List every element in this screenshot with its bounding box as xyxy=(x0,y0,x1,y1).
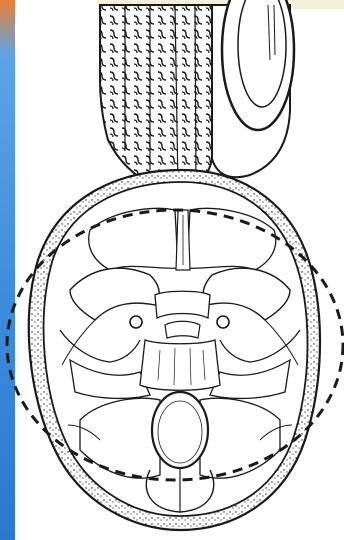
sella-turcica xyxy=(155,291,210,318)
skull xyxy=(29,170,320,530)
tire-hub-inner xyxy=(238,0,286,107)
clivus xyxy=(140,340,220,390)
